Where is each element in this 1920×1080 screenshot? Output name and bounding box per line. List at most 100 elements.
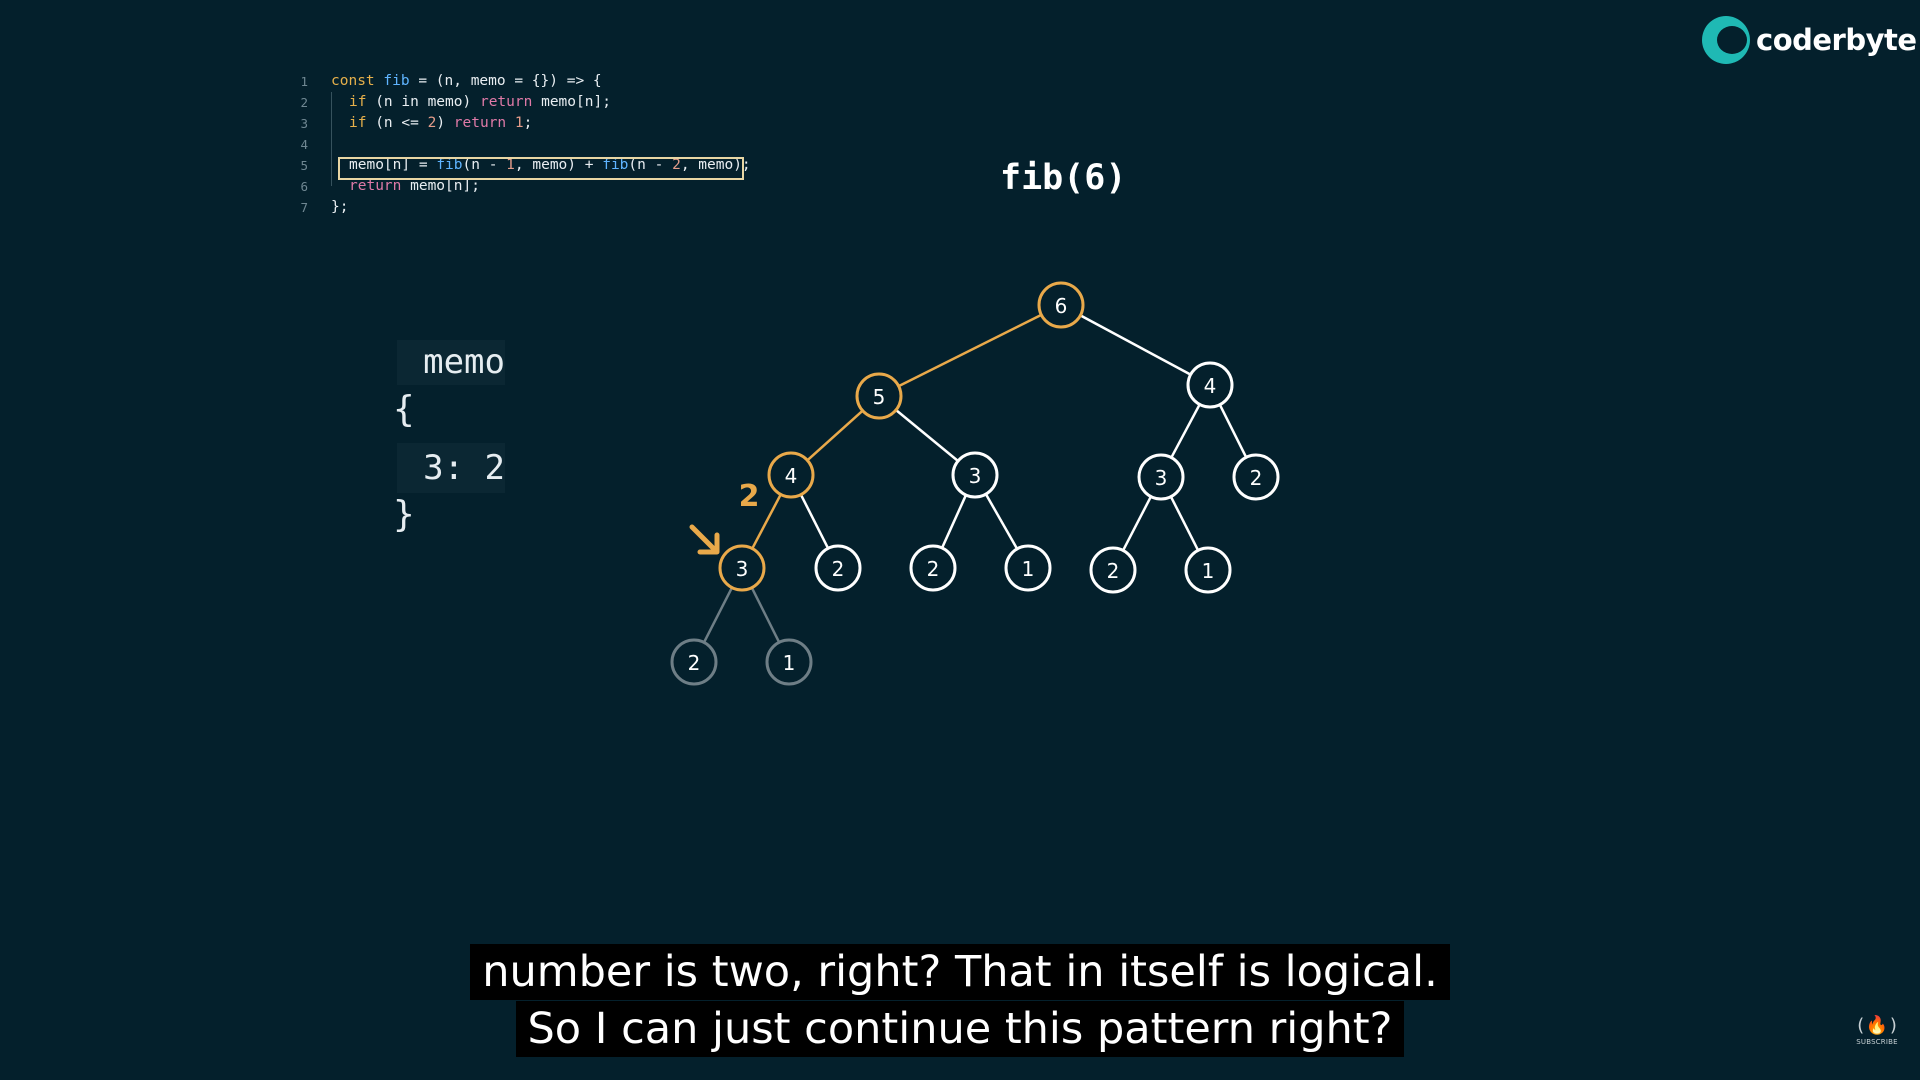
tree-node-circle — [855, 372, 903, 420]
code-token: }; — [331, 199, 349, 215]
code-token: if — [349, 115, 367, 131]
tree-node-n2c: 2 — [909, 544, 957, 592]
tree-edge — [799, 494, 830, 549]
tree-node-circle — [1089, 546, 1137, 594]
tree-node-n4b: 4 — [767, 451, 815, 499]
tree-edge — [1218, 404, 1248, 458]
tree-node-label: 4 — [785, 464, 798, 488]
code-token: (n - — [462, 157, 507, 173]
code-token: , memo); — [680, 157, 751, 173]
tree-node-label: 3 — [736, 557, 749, 581]
code-token: , memo) + — [514, 157, 603, 173]
caption-line-2: So I can just continue this pattern righ… — [0, 1001, 1920, 1057]
tree-node-circle — [765, 638, 813, 686]
tree-node-circle — [909, 544, 957, 592]
code-token: fib — [383, 73, 410, 89]
tree-node-label: 1 — [1022, 557, 1035, 581]
code-text: if (n <= 2) return 1; — [331, 113, 532, 134]
line-number: 2 — [300, 95, 308, 110]
memo-close-brace: } — [393, 494, 415, 535]
subscribe-label: SUBSCRIBE — [1856, 1038, 1898, 1046]
tree-node-label: 2 — [688, 651, 701, 675]
return-value-label: 2 — [739, 479, 760, 514]
line-number: 5 — [300, 158, 308, 173]
tree-node-label: 2 — [1107, 559, 1120, 583]
tree-node-circle — [1037, 281, 1085, 329]
code-token: 2 — [427, 115, 437, 131]
code-text: memo[n] = fib(n - 1, memo) + fib(n - 2, … — [331, 155, 751, 176]
tree-node-label: 1 — [1202, 559, 1215, 583]
tree-node-n6: 6 — [1037, 281, 1085, 329]
code-token: fib — [436, 157, 463, 173]
tree-edge — [895, 409, 959, 462]
tree-edge — [940, 494, 968, 549]
caption-line-1: number is two, right? That in itself is … — [0, 944, 1920, 1000]
pointer-arrow-head — [697, 532, 720, 555]
subscribe-badge[interactable]: (🔥) SUBSCRIBE — [1853, 1015, 1901, 1055]
tree-node-label: 2 — [1250, 466, 1263, 490]
tree-node-n3b: 3 — [1137, 453, 1185, 501]
pointer-arrow-icon — [689, 524, 720, 555]
code-token: memo[n]; — [532, 94, 611, 110]
memo-entry: 3: 2 — [397, 443, 505, 493]
tree-node-circle — [814, 544, 862, 592]
caption-text-2: So I can just continue this pattern righ… — [515, 1001, 1405, 1057]
tree-node-circle — [670, 638, 718, 686]
tree-node-circle — [1184, 546, 1232, 594]
code-token: if — [349, 94, 367, 110]
memo-label: memo — [397, 340, 505, 385]
tree-edge — [750, 587, 781, 643]
line-number: 3 — [300, 116, 308, 131]
tree-node-n1c: 1 — [765, 638, 813, 686]
coderbyte-logo: coderbyte — [1702, 14, 1917, 66]
code-token: (n <= — [366, 115, 428, 131]
tree-node-circle — [1232, 453, 1280, 501]
tree-node-label: 3 — [969, 464, 982, 488]
caption-text-1: number is two, right? That in itself is … — [470, 944, 1450, 1000]
pointer-arrow-shaft — [689, 524, 717, 552]
code-text: return memo[n]; — [331, 176, 480, 197]
line-number: 7 — [300, 200, 308, 215]
tree-node-label: 4 — [1204, 374, 1217, 398]
tree-node-n3a: 3 — [951, 451, 999, 499]
line-number: 1 — [300, 74, 308, 89]
tree-node-n2b: 2 — [814, 544, 862, 592]
code-text: }; — [331, 197, 348, 218]
tree-edge — [1170, 403, 1201, 459]
highlighted-line-box — [338, 157, 744, 180]
brand-name: coderbyte — [1756, 23, 1917, 57]
code-token: memo[n]; — [401, 178, 480, 194]
tree-node-n4a: 4 — [1186, 361, 1234, 409]
code-token: ) — [436, 115, 454, 131]
tree-edge — [1121, 495, 1153, 552]
tree-node-n3c: 3 — [718, 544, 766, 592]
tree-node-circle — [1186, 361, 1234, 409]
code-token: (n in memo) — [366, 94, 480, 110]
code-text: if (n in memo) return memo[n]; — [331, 92, 611, 113]
code-token: return — [453, 115, 507, 131]
tree-node-circle — [951, 451, 999, 499]
tree-node-n2d: 2 — [1089, 546, 1137, 594]
tree-edge — [984, 493, 1019, 550]
tree-node-circle — [1137, 453, 1185, 501]
code-token: const — [331, 73, 384, 89]
tree-node-n1a: 1 — [1004, 544, 1052, 592]
tree-node-n5: 5 — [855, 372, 903, 420]
tree-node-n2a: 2 — [1232, 453, 1280, 501]
code-text: const fib = (n, memo = {}) => { — [331, 71, 602, 92]
code-token: (n - — [628, 157, 673, 173]
tree-node-n1b: 1 — [1184, 546, 1232, 594]
memo-open-brace: { — [393, 389, 415, 430]
tree-node-circle — [1004, 544, 1052, 592]
tree-node-circle — [767, 451, 815, 499]
tree-edge — [806, 409, 864, 462]
tree-edge — [751, 493, 782, 550]
tree-edge — [898, 313, 1042, 388]
code-token: memo[n] = — [349, 157, 437, 173]
tree-node-label: 1 — [783, 651, 796, 675]
code-token: 2 — [672, 157, 681, 173]
tree-node-label: 3 — [1155, 466, 1168, 490]
tree-node-label: 5 — [873, 385, 886, 409]
code-token: return — [479, 94, 533, 110]
tree-edge — [1079, 314, 1192, 376]
